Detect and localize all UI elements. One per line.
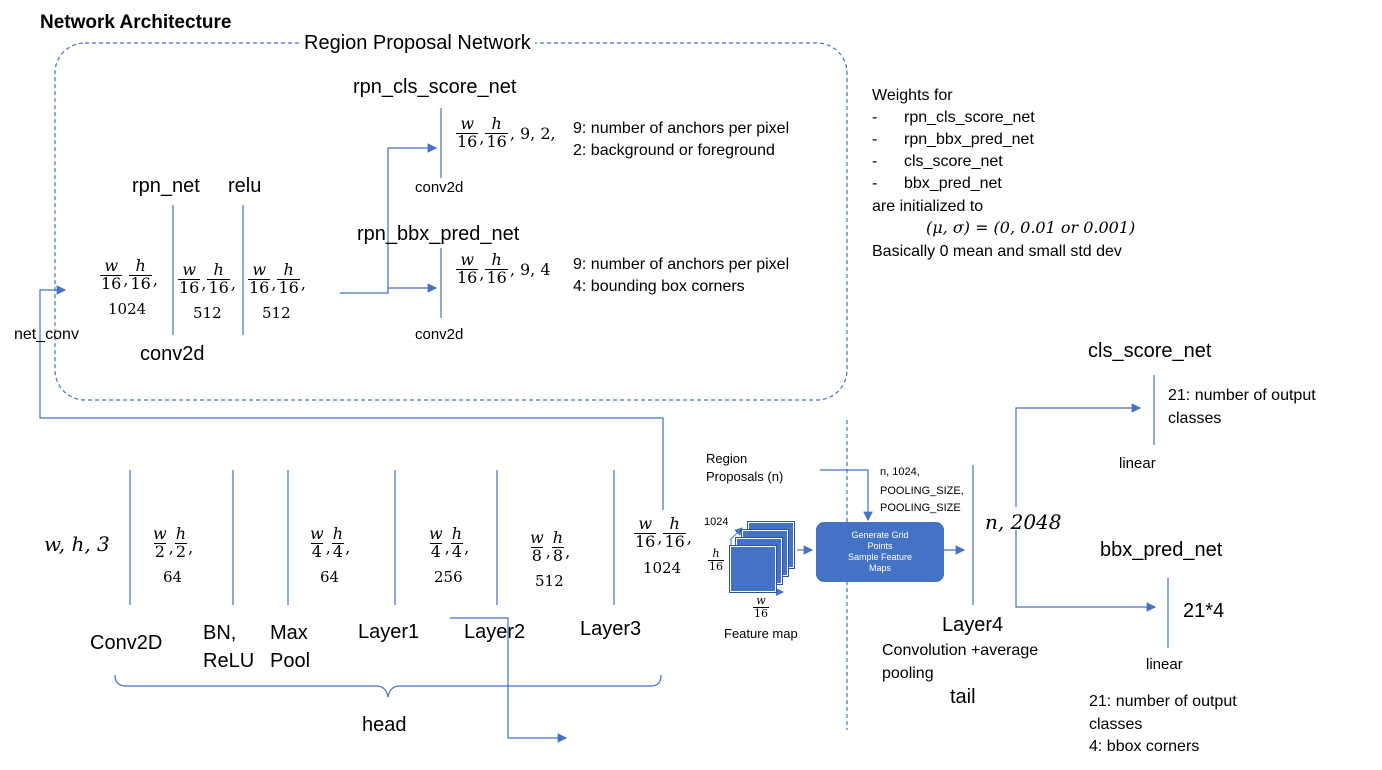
conv-depth: 64 — [163, 568, 183, 586]
region-proposals-arrow — [820, 469, 873, 522]
rpn-cls-note2: 2: background or foreground — [573, 142, 775, 159]
rpn-out-arrow — [340, 143, 438, 294]
bbx-output-dim: 21*4 — [1183, 600, 1225, 622]
weights-formula: (μ, σ) = (0, 0.01 or 0.001) — [926, 218, 1136, 237]
layer2-depth: 512 — [535, 572, 564, 590]
rpn-bbx-note2: 4: bounding box corners — [573, 278, 745, 295]
rpn-cls-suffix: , 9, 2, — [509, 123, 556, 143]
layer4-desc-2: pooling — [882, 665, 934, 682]
pooling-dim-1: n, 1024, — [880, 466, 920, 478]
pooling-dim-3: POOLING_SIZE — [880, 502, 961, 514]
generate-grid-line-2: Points — [867, 541, 893, 552]
weights-item-3: - cls_score_net — [872, 153, 1003, 170]
region-proposals-label-2: Proposals (n) — [706, 469, 784, 484]
conv2d-label: Conv2D — [90, 632, 163, 654]
layer3-depth: 1024 — [643, 559, 682, 577]
net-conv-path — [39, 285, 664, 510]
maxpool-label-1: Max — [270, 622, 308, 644]
cls-linear-label: linear — [1119, 455, 1156, 472]
page-title: Network Architecture — [40, 12, 232, 33]
rpn-label: Region Proposal Network — [300, 32, 535, 55]
bn-label-1: BN, — [203, 622, 237, 644]
rpn-bbx-arrow — [387, 283, 438, 293]
rpn-cls-note1: 9: number of anchors per pixel — [573, 120, 790, 137]
tail-label: tail — [950, 686, 976, 708]
rpn-net-label: rpn_net — [132, 175, 200, 197]
head-brace-label: head — [362, 714, 407, 736]
rpn-conv2d-label: conv2d — [140, 343, 205, 365]
bbx-pred-title: bbx_pred_net — [1100, 539, 1223, 561]
maxpool-label-2: Pool — [270, 650, 311, 672]
relu-depth: 512 — [262, 304, 291, 322]
generate-grid-line-3: Sample Feature — [847, 552, 913, 562]
feature-map-label: Feature map — [724, 626, 798, 641]
weights-item-1: - rpn_cls_score_net — [872, 109, 1035, 126]
weights-initialized: are initialized to — [872, 198, 984, 215]
cls-note-1: 21: number of output — [1168, 387, 1316, 404]
cls-score-title: cls_score_net — [1088, 340, 1212, 362]
layer2-label: Layer2 — [464, 621, 526, 643]
layer2-out-arrow — [450, 617, 568, 743]
rpn-input-depth: 1024 — [108, 300, 147, 318]
rpn-bbx-note1: 9: number of anchors per pixel — [573, 256, 790, 273]
tail-cls-arrow — [1015, 403, 1142, 507]
layer4-label: Layer4 — [942, 614, 1004, 636]
layer1-depth: 256 — [434, 568, 463, 586]
fm-depth-arrow — [729, 527, 743, 541]
net-conv-label: net_conv — [14, 326, 79, 343]
generate-grid-box: Generate Grid Points Sample Feature Maps — [816, 522, 944, 582]
generate-grid-line-4: Maps — [868, 562, 891, 573]
weights-note: Basically 0 mean and small std dev — [872, 243, 1122, 260]
tail-bbx-arrow — [1015, 530, 1157, 612]
layer4-desc-1: Convolution +average — [882, 642, 1039, 659]
weights-item-4: - bbx_pred_net — [872, 175, 1002, 192]
rpn-bbx-suffix: , 9, 4 — [509, 259, 551, 279]
layer3-label: Layer3 — [580, 618, 642, 640]
weights-item-2: - rpn_bbx_pred_net — [872, 131, 1034, 148]
layer1-label: Layer1 — [358, 621, 420, 643]
rpn-net-depth: 512 — [193, 304, 222, 322]
bbx-note-2: classes — [1089, 716, 1143, 733]
region-proposals-label-1: Region — [706, 451, 748, 466]
bbx-note-1: 21: number of output — [1089, 693, 1237, 710]
head-input-dim: w, h, 3 — [44, 532, 110, 556]
pool-depth: 64 — [320, 568, 340, 586]
weights-heading: Weights for — [872, 87, 953, 104]
relu-label: relu — [228, 175, 262, 197]
cls-note-2: classes — [1168, 410, 1222, 427]
feature-map-slice-4 — [730, 546, 776, 592]
pooling-dim-2: POOLING_SIZE, — [880, 485, 964, 497]
rpn-bbx-layer: conv2d — [415, 326, 464, 343]
rpn-cls-title: rpn_cls_score_net — [353, 76, 517, 98]
rpn-cls-layer: conv2d — [415, 179, 464, 196]
feature-map-depth: 1024 — [704, 516, 729, 528]
head-brace — [114, 674, 662, 698]
bbx-note-3: 4: bbox corners — [1089, 738, 1200, 755]
rpn-bbx-title: rpn_bbx_pred_net — [357, 223, 520, 245]
bbx-linear-label: linear — [1146, 656, 1183, 673]
bn-label-2: ReLU — [203, 650, 255, 672]
tail-dim: n, 2048 — [985, 510, 1062, 534]
generate-grid-line-1: Generate Grid — [851, 530, 909, 541]
